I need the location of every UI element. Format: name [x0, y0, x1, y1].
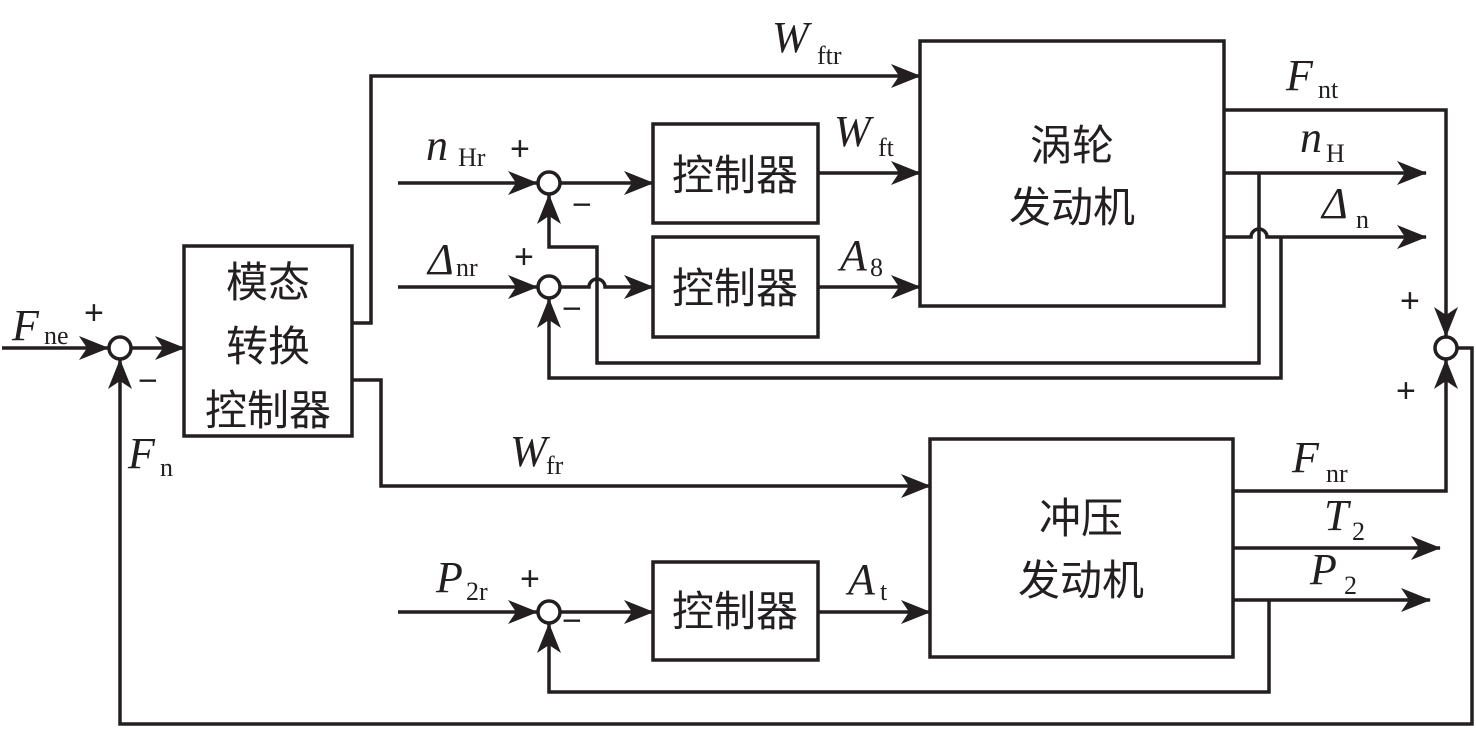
sign-plus-fnr: +	[1396, 372, 1416, 410]
label-wftr-main: W	[772, 13, 812, 62]
label-fnt: F nt	[1285, 51, 1339, 104]
mode-switch-label-line3: 控制器	[205, 386, 331, 435]
controller-nh-block: 控制器	[651, 122, 820, 225]
label-dnr: Δ nr	[426, 235, 478, 284]
wire-sum2-to-controller	[561, 275, 654, 299]
wire-fn-feedback	[108, 346, 1474, 726]
label-dn-sub: n	[1356, 205, 1369, 234]
sum-junction-p2	[536, 599, 562, 625]
label-wftr-sub: ftr	[817, 41, 842, 70]
sum-junction-total-thrust	[1433, 335, 1459, 361]
label-fn-main: F	[127, 429, 156, 478]
label-p2r: P 2r	[435, 553, 488, 606]
wire-fnt	[1224, 108, 1458, 337]
label-at-sub: t	[880, 577, 888, 606]
controller-p2-label: 控制器	[672, 587, 798, 636]
label-a8-sub: 8	[870, 253, 883, 282]
sum-junction-nh	[536, 170, 562, 196]
mode-switch-controller-block: 模态 转换 控制器	[182, 244, 354, 438]
sign-plus-dnr: +	[514, 238, 534, 276]
label-wftr: W ftr	[772, 13, 842, 70]
sign-plus-p2r: +	[520, 560, 540, 598]
label-nh-sub: H	[1326, 139, 1345, 168]
label-p2r-main: P	[435, 553, 463, 602]
sign-minus-dn: −	[562, 290, 582, 328]
label-at: A t	[845, 555, 888, 606]
mode-switch-label-line2: 转换	[226, 322, 310, 371]
label-nh: n H	[1300, 113, 1345, 168]
sign-plus-nhr: +	[510, 130, 530, 168]
sign-plus-fne: +	[84, 294, 104, 332]
label-fnt-main: F	[1285, 51, 1314, 100]
wire-fnr	[1233, 359, 1458, 493]
controller-p2-block: 控制器	[651, 560, 820, 662]
label-wft: W ft	[834, 107, 895, 162]
turbine-engine-label-line2: 发动机	[1009, 183, 1135, 232]
label-fne-main: F	[11, 301, 40, 350]
label-wfr-main: W	[510, 427, 550, 476]
label-dnr-main: Δ	[426, 235, 454, 284]
controller-nh-label: 控制器	[672, 151, 798, 200]
controller-dn-block: 控制器	[651, 235, 820, 339]
label-t2-sub: 2	[1352, 517, 1365, 546]
label-fnr: F nr	[1291, 433, 1348, 488]
label-dn-main: Δ	[1320, 179, 1348, 228]
label-nhr: n Hr	[426, 121, 486, 172]
wire-wftr	[352, 64, 921, 325]
ramjet-engine-label-line1: 冲压	[1039, 494, 1123, 543]
wire-wfr	[352, 378, 931, 498]
label-t2: T 2	[1324, 491, 1365, 546]
wire-nh-feedback	[537, 173, 1261, 365]
label-fnr-main: F	[1291, 433, 1320, 482]
label-dnr-sub: nr	[456, 253, 478, 282]
label-wft-sub: ft	[878, 133, 895, 162]
label-at-main: A	[845, 555, 876, 604]
sign-minus-nh: −	[572, 186, 592, 224]
label-p2r-sub: 2r	[466, 577, 488, 606]
label-fne-sub: ne	[44, 321, 69, 350]
label-wfr-sub: fr	[546, 451, 564, 480]
label-nh-main: n	[1300, 113, 1322, 162]
label-nhr-sub: Hr	[458, 143, 486, 172]
sign-minus-p2: −	[562, 602, 582, 640]
label-t2-main: T	[1324, 491, 1352, 540]
label-p2-sub: 2	[1344, 571, 1357, 600]
turbine-engine-block: 涡轮 发动机	[918, 39, 1226, 308]
ramjet-engine-block: 冲压 发动机	[928, 437, 1235, 659]
label-fnt-sub: nt	[1318, 75, 1339, 104]
sum-junction-thrust	[107, 335, 133, 361]
label-fnr-sub: nr	[1326, 459, 1348, 488]
label-fn: F n	[127, 429, 173, 482]
label-fn-sub: n	[160, 453, 173, 482]
label-wft-main: W	[834, 107, 874, 156]
wire-dn-output	[1224, 225, 1427, 249]
label-fne: F ne	[11, 301, 69, 350]
wire-dn-feedback	[537, 237, 1283, 380]
label-nhr-main: n	[426, 121, 448, 170]
wire-p2-feedback	[537, 600, 1271, 694]
label-p2-main: P	[1309, 545, 1337, 594]
sum-junction-dn	[536, 274, 562, 300]
controller-dn-label: 控制器	[672, 264, 798, 313]
label-a8-main: A	[837, 231, 868, 280]
sign-plus-fnt: +	[1400, 282, 1420, 320]
sign-minus-fn: −	[138, 362, 158, 400]
label-a8: A 8	[837, 231, 883, 282]
turbine-engine-label-line1: 涡轮	[1030, 121, 1114, 170]
ramjet-engine-label-line2: 发动机	[1018, 556, 1144, 605]
mode-switch-label-line1: 模态	[226, 258, 310, 307]
label-dn: Δ n	[1320, 179, 1369, 234]
label-wfr: W fr	[510, 427, 564, 480]
label-p2: P 2	[1309, 545, 1357, 600]
